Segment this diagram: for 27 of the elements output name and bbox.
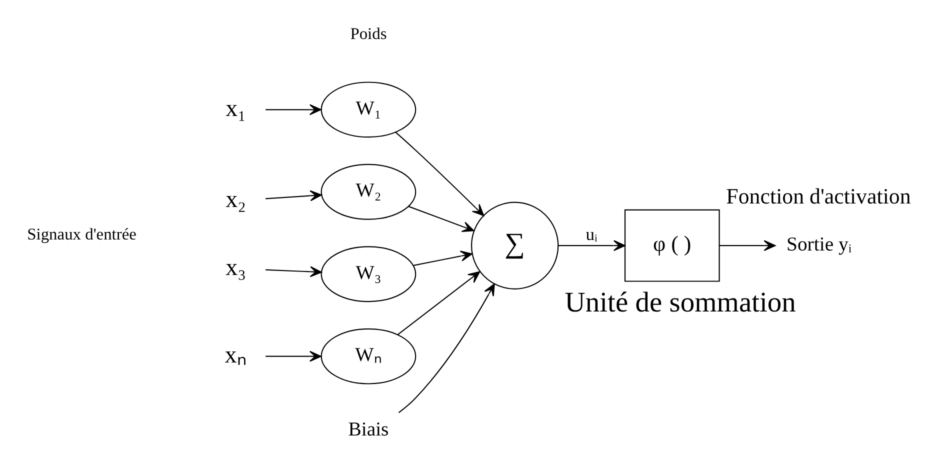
edge-label: uᵢ <box>586 224 598 244</box>
node-ellipse: W₂ <box>320 164 416 220</box>
arrow <box>414 250 472 266</box>
node-label: Unité de sommation <box>564 288 796 319</box>
arrow <box>266 350 322 362</box>
node-ellipse: Wₙ <box>320 328 416 384</box>
node-text: xₙ <box>224 342 247 368</box>
node-text: x₂ <box>226 186 246 213</box>
node-label: Fonction d'activation <box>726 183 911 208</box>
node-text: Sortie yᵢ <box>786 233 852 256</box>
node-text: Biais <box>348 418 389 441</box>
arrow <box>558 240 626 252</box>
label: Poids <box>350 24 387 43</box>
arrow <box>266 190 322 202</box>
node-text: x₁ <box>226 96 246 122</box>
arrow <box>266 266 322 278</box>
arrow <box>398 284 495 414</box>
arrow <box>266 104 322 116</box>
node-text: x₃ <box>226 254 246 281</box>
arrow <box>408 206 474 232</box>
node-ellipse: W₃ <box>320 246 416 302</box>
node-box: φ ( ) <box>624 209 720 282</box>
node-ellipse: W₁ <box>320 82 416 138</box>
label: Signaux d'entrée <box>27 224 136 244</box>
arrow <box>719 240 776 252</box>
arrow <box>395 132 484 216</box>
arrow <box>397 271 480 336</box>
